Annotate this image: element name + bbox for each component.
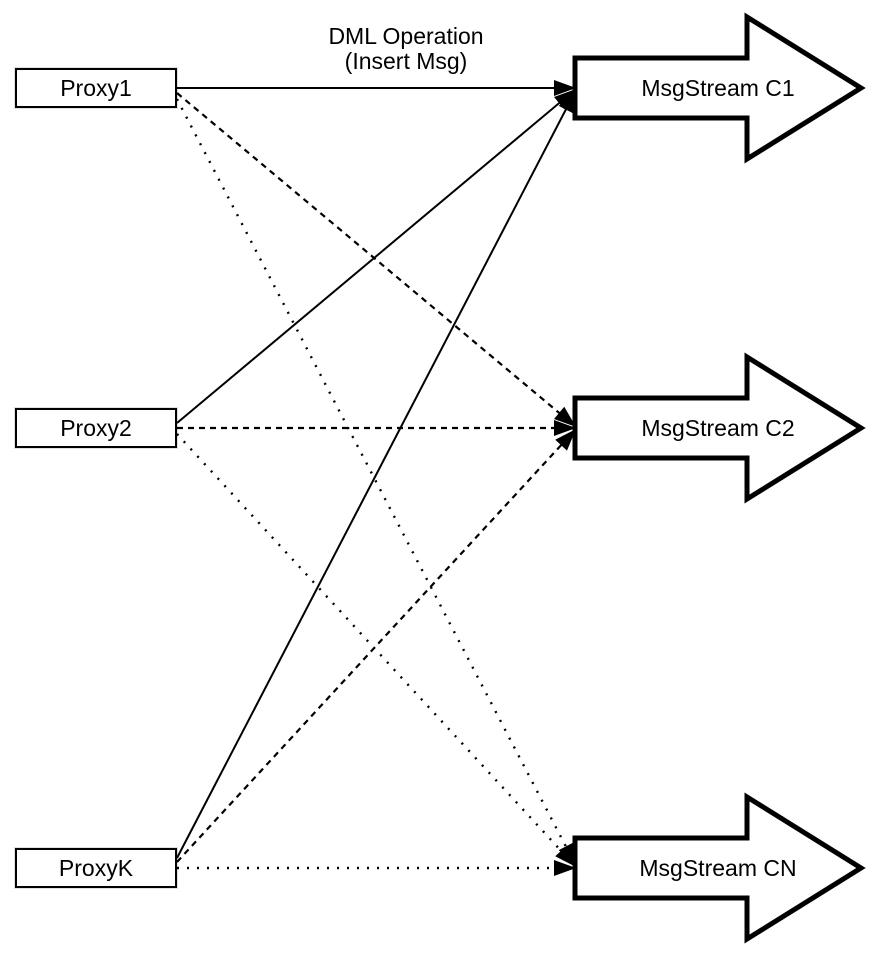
msgstream-c2-arrow-shape [572, 352, 866, 504]
proxyk-node: ProxyK [15, 848, 177, 888]
proxy2-label: Proxy2 [60, 414, 132, 441]
msgstream-cn-arrow-shape [572, 792, 866, 944]
msgstream-shapes [572, 12, 866, 944]
connection-proxy2-to-c1 [176, 88, 577, 424]
proxy1-label: Proxy1 [60, 74, 132, 101]
connection-proxy1-to-cn [175, 98, 578, 867]
connection-proxy2-to-cn [176, 433, 577, 868]
connection-proxyk-to-c1 [176, 89, 577, 859]
diagram-title-line1: DML Operation [328, 23, 484, 49]
proxy2-node: Proxy2 [15, 408, 177, 448]
connection-proxyk-to-c2 [176, 428, 577, 863]
diagram-title: DML Operation (Insert Msg) [256, 24, 556, 74]
proxyk-label: ProxyK [58, 854, 134, 881]
connection-lines [175, 80, 578, 876]
proxy1-node: Proxy1 [15, 68, 177, 108]
msgstream-c1-arrow-shape [572, 12, 866, 164]
connection-proxy1-to-c2 [176, 92, 577, 428]
diagram-title-line2: (Insert Msg) [344, 48, 468, 74]
